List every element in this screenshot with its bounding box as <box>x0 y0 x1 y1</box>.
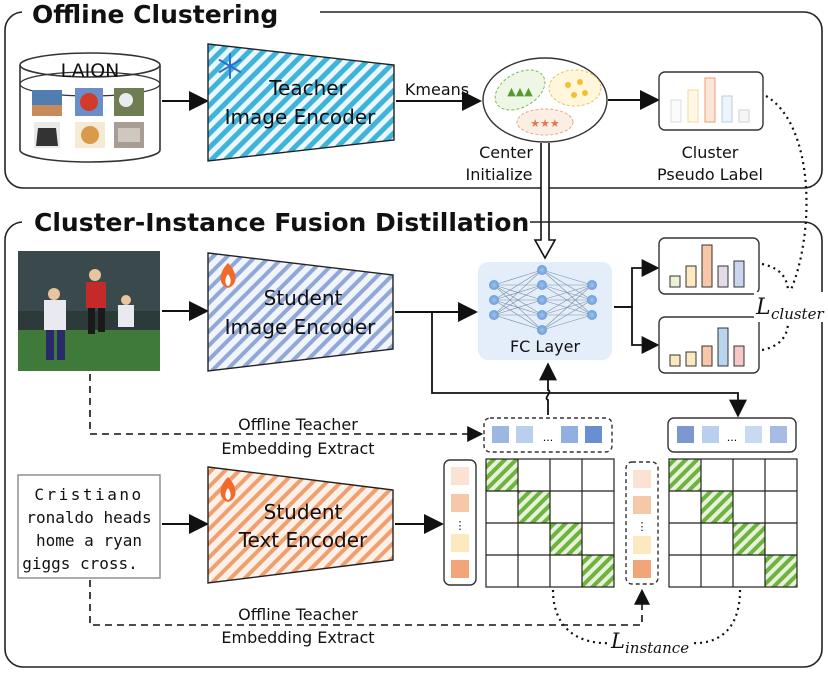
fc-layer: FC Layer <box>478 262 612 360</box>
teacher-image-embedding: ... <box>483 417 613 453</box>
teacher-text-embedding: ⋮ <box>625 461 659 585</box>
laion-dataset-cylinder: LAION <box>19 52 161 163</box>
extract-label-1-line1: Offline Teacher <box>238 415 358 434</box>
teacher-image-encoder: Teacher Image Encoder <box>207 43 395 162</box>
snowflake-icon <box>218 53 242 79</box>
student-text-line1: Student <box>264 500 343 524</box>
kmeans-label: Kmeans <box>405 80 469 99</box>
student-text-line2: Text Encoder <box>238 528 368 552</box>
cluster-centers-ellipse: ▲▲▲ ★★★ <box>482 57 608 143</box>
svg-text:★★★: ★★★ <box>530 117 560 130</box>
extract-label-1-line2: Embedding Extract <box>221 439 374 458</box>
student-image-encoder: Student Image Encoder <box>207 252 394 372</box>
center-initialize-line1: Center <box>479 143 533 162</box>
caption-line-4: giggs cross. <box>22 554 138 573</box>
offline-clustering-title: Offline Clustering <box>32 0 278 29</box>
svg-text:⋮: ⋮ <box>637 520 648 533</box>
svg-text:cluster: cluster <box>771 305 824 323</box>
svg-text:instance: instance <box>625 639 689 657</box>
svg-text:▲▲▲: ▲▲▲ <box>507 85 533 98</box>
student-image-line1: Student <box>264 286 343 310</box>
student-image-embedding: ... <box>667 417 797 453</box>
fc-layer-label: FC Layer <box>510 337 580 356</box>
svg-text:L: L <box>610 629 625 653</box>
text-caption-box: Cristiano ronaldo heads home a ryan gigg… <box>17 474 161 579</box>
similarity-matrix-student <box>485 458 615 588</box>
caption-line-1: Cristiano <box>34 485 143 504</box>
center-initialize-line2: Initialize <box>466 165 533 184</box>
center-init-arrow <box>533 143 557 260</box>
student-image-line2: Image Encoder <box>225 315 377 339</box>
laion-label: LAION <box>61 60 120 82</box>
cluster-pseudo-label-histogram <box>658 71 764 131</box>
svg-text:...: ... <box>727 431 738 444</box>
caption-line-3: home a ryan <box>36 531 142 550</box>
loss-instance-label: L instance <box>610 629 692 658</box>
extract-label-2-line1: Offline Teacher <box>238 605 358 624</box>
loss-cluster-label: L cluster <box>754 292 824 323</box>
svg-text:L: L <box>755 295 771 320</box>
caption-line-2: ronaldo heads <box>26 508 151 527</box>
student-text-encoder: Student Text Encoder <box>207 466 394 584</box>
pseudo-label-line1: Cluster <box>682 143 739 162</box>
extract-label-2-line2: Embedding Extract <box>221 628 374 647</box>
similarity-matrix-teacher <box>668 458 798 588</box>
offline-clustering-panel <box>4 11 823 189</box>
teacher-encoder-line1: Teacher <box>268 76 347 100</box>
student-cluster-histogram-1 <box>658 237 760 295</box>
pseudo-label-line2: Pseudo Label <box>657 165 763 184</box>
student-cluster-histogram-2 <box>658 316 760 374</box>
svg-text:⋮: ⋮ <box>455 519 466 532</box>
fusion-distillation-title: Cluster-Instance Fusion Distillation <box>34 208 529 237</box>
teacher-encoder-line2: Image Encoder <box>225 105 377 129</box>
student-text-embedding: ⋮ <box>443 459 477 586</box>
svg-text:...: ... <box>543 431 554 444</box>
soccer-photo <box>18 251 160 371</box>
